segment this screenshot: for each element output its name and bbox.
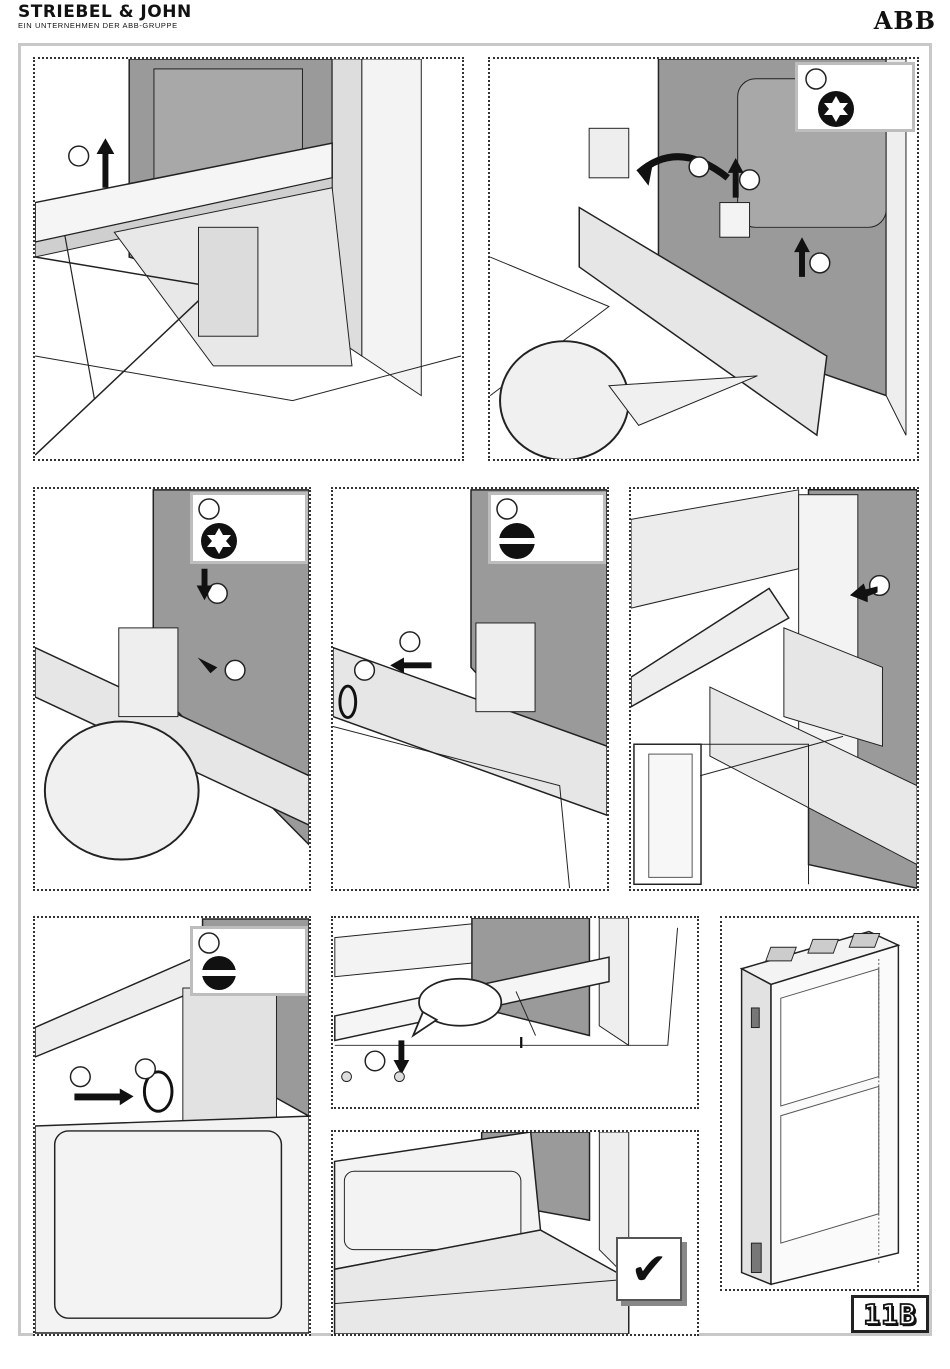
step-panel-1 (33, 57, 464, 461)
flat-screwdriver-icon (193, 929, 305, 993)
torx-icon (798, 65, 912, 129)
flat-screwdriver-icon (491, 495, 603, 561)
step-1-illustration (35, 59, 462, 459)
brand-subtitle: EIN UNTERNEHMEN DER ABB-GRUPPE (18, 21, 192, 30)
brand-name: STRIEBEL & JOHN (18, 2, 192, 22)
step-panel-8 (331, 1130, 699, 1336)
brand-block: STRIEBEL & JOHN EIN UNTERNEHMEN DER ABB-… (18, 2, 192, 30)
torx-icon (193, 495, 305, 561)
step-7-illustration (333, 918, 697, 1107)
page-number-badge: 11B (851, 1295, 929, 1333)
step-7-label: I (519, 1035, 523, 1053)
step-panel-4 (331, 487, 609, 891)
abb-logo: ABB (874, 6, 936, 35)
tool-callout-flat (190, 926, 308, 996)
step-panel-5 (629, 487, 919, 891)
step-panel-2 (488, 57, 919, 461)
step-8-illustration (333, 1132, 697, 1334)
cabinet-overview-illustration (722, 918, 917, 1289)
tool-callout-torx (190, 492, 308, 564)
tool-callout-flat (488, 492, 606, 564)
step-5-illustration (631, 489, 917, 889)
step-panel-9 (720, 916, 919, 1291)
check-icon: ✔ (616, 1237, 682, 1301)
step-panel-7: I (331, 916, 699, 1109)
step-panel-3 (33, 487, 311, 891)
step-panel-6 (33, 916, 311, 1336)
tool-callout-torx (795, 62, 915, 132)
